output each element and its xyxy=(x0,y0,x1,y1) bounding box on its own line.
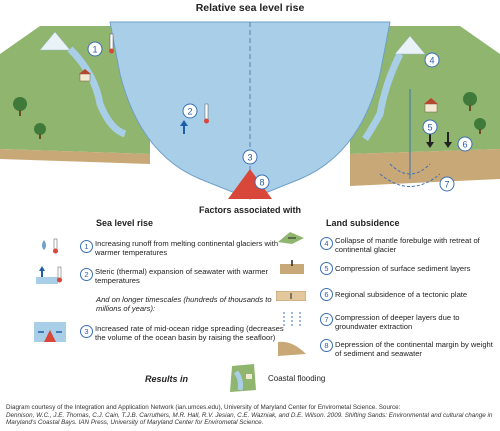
svg-text:6: 6 xyxy=(462,140,467,150)
svg-text:3: 3 xyxy=(247,153,252,163)
svg-text:1: 1 xyxy=(92,45,97,55)
factors-heading: Factors associated with xyxy=(198,205,302,215)
diagram-marker-3: 3 xyxy=(242,149,258,165)
diagram-marker-7: 7 xyxy=(439,176,455,192)
continental-margin-icon xyxy=(278,338,306,361)
item-number-7: 7 xyxy=(320,313,333,326)
svg-text:2: 2 xyxy=(187,107,192,117)
surface-sediment-icon xyxy=(280,260,304,279)
page-title: Relative sea level rise xyxy=(195,2,305,14)
credit-footer: Diagram courtesy of the Integration and … xyxy=(6,404,496,427)
item-number-4: 4 xyxy=(320,237,333,250)
runoff-icon xyxy=(38,238,64,259)
land-subsidence-heading: Land subsidence xyxy=(326,218,400,228)
tectonic-plate-icon xyxy=(275,288,307,306)
item-text-7: Compression of deeper layers due to grou… xyxy=(335,313,460,331)
sea-level-diagram: 1 2 3 4 5 6 7 8 xyxy=(0,21,500,200)
footer-line-1: Diagram courtesy of the Integration and … xyxy=(6,404,401,411)
diagram-marker-6: 6 xyxy=(457,136,473,152)
sea-level-rise-heading: Sea level rise xyxy=(96,218,154,228)
forebulge-icon xyxy=(276,230,306,251)
steric-expansion-icon xyxy=(36,265,66,290)
item-text-8: Depression of the continental margin by … xyxy=(335,340,493,358)
item-number-2: 2 xyxy=(80,268,93,281)
diagram-marker-2: 2 xyxy=(182,103,198,119)
item-text-5: Compression of surface sediment layers xyxy=(335,264,471,273)
footer-line-3: Maryland's Coastal Bays. IAN Press, Univ… xyxy=(6,419,264,427)
longer-timescales-note: And on longer timescales (hundreds of th… xyxy=(96,295,272,313)
diagram-marker-1: 1 xyxy=(87,41,103,57)
right-land xyxy=(350,26,500,154)
item-text-2: Steric (thermal) expansion of seawater w… xyxy=(95,267,269,285)
coastal-flooding-icon xyxy=(228,362,258,399)
groundwater-icon xyxy=(280,310,304,335)
item-text-4: Collapse of mantle forebulge with retrea… xyxy=(335,236,480,254)
item-text-3: Increased rate of mid-ocean ridge spread… xyxy=(95,324,284,342)
item-number-3: 3 xyxy=(80,325,93,338)
svg-text:4: 4 xyxy=(429,56,434,66)
coastal-flooding-label: Coastal flooding xyxy=(268,374,326,383)
ridge-spreading-icon xyxy=(34,322,66,347)
item-number-8: 8 xyxy=(320,339,333,352)
item-number-6: 6 xyxy=(320,288,333,301)
ridge xyxy=(228,169,272,199)
footer-line-2: Dennison, W.C., J.E. Thomas, C.J. Cain, … xyxy=(6,411,493,419)
diagram-marker-4: 4 xyxy=(424,52,440,68)
svg-text:8: 8 xyxy=(259,178,264,188)
diagram-marker-8: 8 xyxy=(254,174,270,190)
item-number-1: 1 xyxy=(80,240,93,253)
item-number-5: 5 xyxy=(320,262,333,275)
item-text-6: Regional subsidence of a tectonic plate xyxy=(335,290,468,299)
svg-text:5: 5 xyxy=(427,123,432,133)
diagram-marker-5: 5 xyxy=(422,119,438,135)
results-label: Results in xyxy=(145,374,189,384)
item-text-1: Increasing runoff from melting continent… xyxy=(95,239,279,257)
svg-text:7: 7 xyxy=(444,180,449,190)
